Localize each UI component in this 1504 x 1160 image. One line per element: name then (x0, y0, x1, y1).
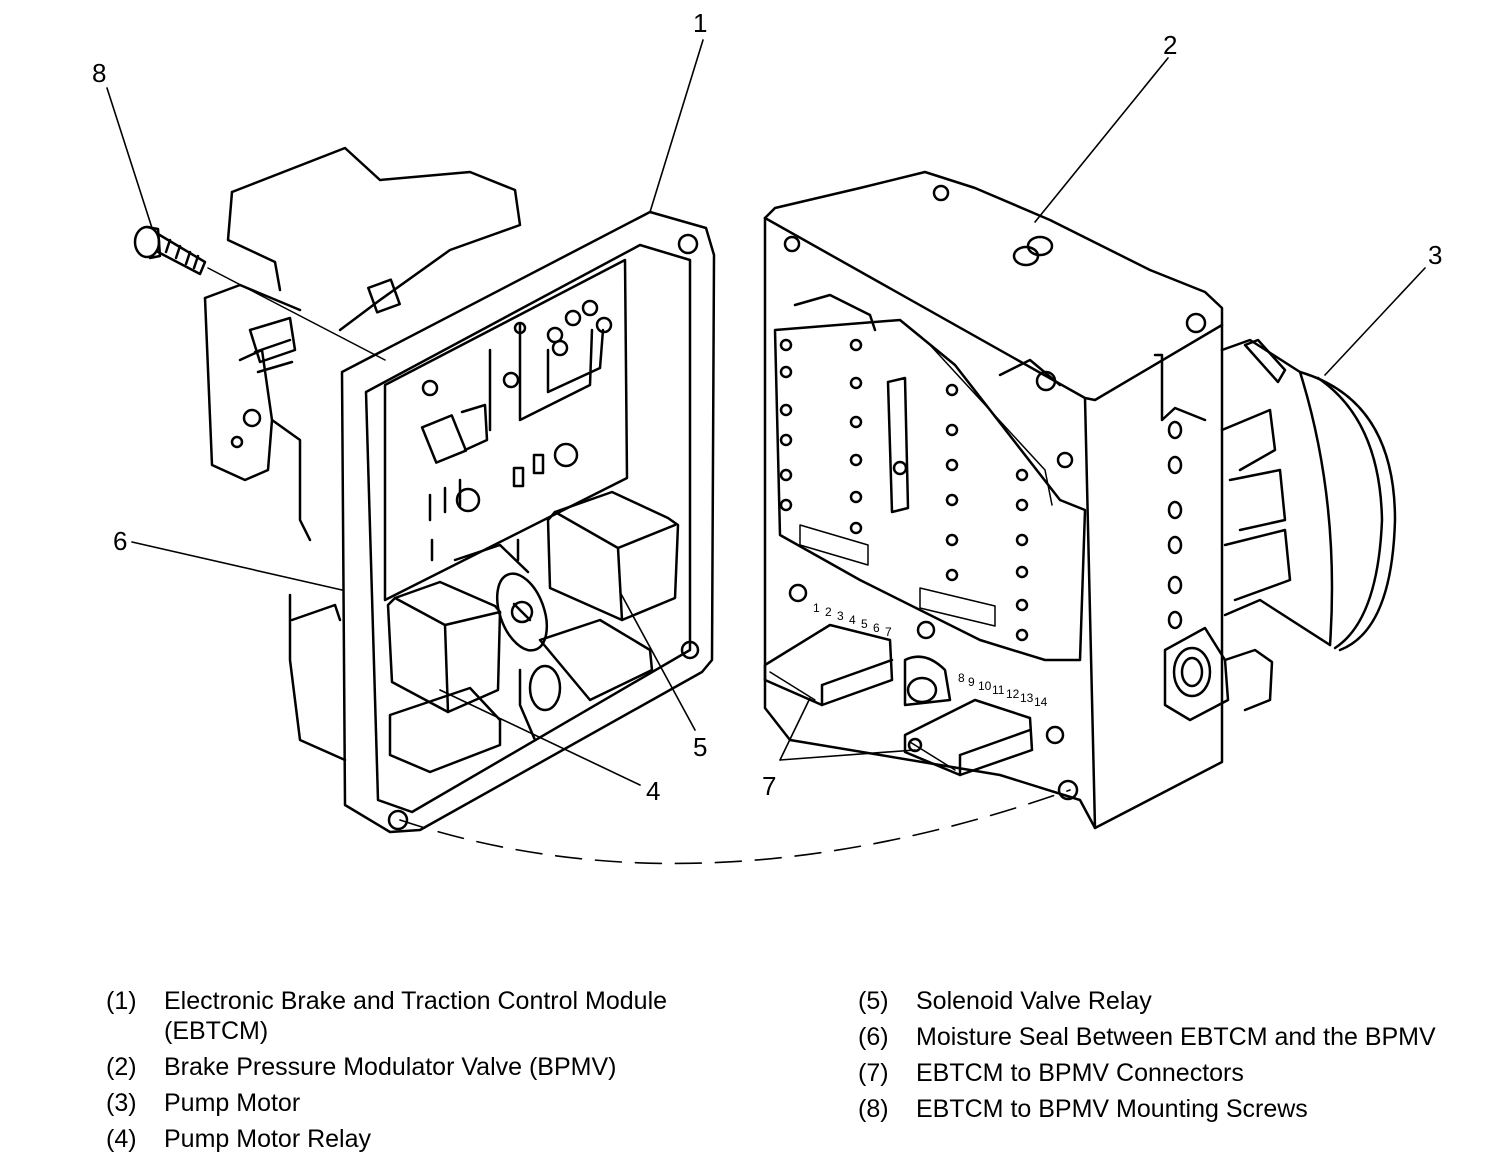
bpmv-valve (763, 170, 1230, 830)
callout-4: 4 (646, 776, 660, 806)
legend-text: Electronic Brake and Traction Control Mo… (164, 987, 668, 1045)
legend-number: (8) (858, 1095, 889, 1123)
callout-2: 2 (1163, 30, 1177, 60)
legend-text: Pump Motor (164, 1089, 301, 1117)
pump-motor (1220, 338, 1397, 712)
leader-line-6 (131, 541, 343, 591)
leader-lines (106, 39, 1426, 865)
legend-left-column: (1) Electronic Brake and Traction Contro… (106, 986, 746, 1160)
legend-number: (2) (106, 1053, 137, 1081)
callout-7: 7 (762, 771, 776, 801)
legend-number: (7) (858, 1059, 889, 1087)
pin-label: 7 (885, 625, 892, 639)
legend-right-column: (5) Solenoid Valve Relay (6) Moisture Se… (858, 986, 1458, 1130)
legend-item: (7) EBTCM to BPMV Connectors (858, 1058, 1458, 1088)
legend-item: (2) Brake Pressure Modulator Valve (BPMV… (106, 1052, 746, 1082)
legend-text: EBTCM to BPMV Mounting Screws (916, 1095, 1308, 1123)
pin-label: 10 (978, 679, 992, 693)
legend-item: (8) EBTCM to BPMV Mounting Screws (858, 1094, 1458, 1124)
pin-label: 6 (873, 621, 880, 635)
pin-labels-row-a: 1 2 3 4 5 6 7 (813, 601, 892, 639)
legend-number: (5) (858, 987, 889, 1015)
pin-label: 11 (992, 683, 1005, 697)
alignment-dashed-arc (399, 789, 1071, 865)
legend-item: (1) Electronic Brake and Traction Contro… (106, 986, 746, 1046)
callout-3: 3 (1428, 240, 1442, 270)
pin-label: 9 (968, 675, 975, 689)
leader-line-7a (779, 697, 811, 761)
pin-label: 4 (849, 613, 856, 627)
legend-text: Brake Pressure Modulator Valve (BPMV) (164, 1053, 617, 1081)
leader-line-4 (439, 689, 641, 786)
leader-line-8 (106, 87, 153, 229)
leader-line-1 (649, 39, 704, 213)
callout-1: 1 (693, 8, 707, 38)
leader-line-3 (1324, 267, 1426, 376)
legend-item: (6) Moisture Seal Between EBTCM and the … (858, 1022, 1458, 1052)
callout-5: 5 (693, 732, 707, 762)
pin-label: 3 (837, 609, 844, 623)
legend-number: (6) (858, 1023, 889, 1051)
leader-line-2 (1034, 57, 1169, 223)
callout-8: 8 (92, 58, 106, 88)
pin-label: 5 (861, 617, 868, 631)
legend-text: EBTCM to BPMV Connectors (916, 1059, 1244, 1087)
pin-label: 8 (958, 671, 965, 685)
pin-label: 12 (1006, 687, 1020, 701)
callout-numbers: 1 2 3 4 5 6 7 8 (92, 8, 1442, 806)
pin-labels-row-b: 8 9 10 11 12 13 14 (958, 671, 1048, 709)
ebtcm-module (203, 146, 716, 834)
pin-label: 1 (813, 601, 820, 615)
legend-number: (1) (106, 987, 137, 1015)
pin-label: 13 (1020, 691, 1034, 705)
pin-label: 14 (1034, 695, 1048, 709)
legend-item: (5) Solenoid Valve Relay (858, 986, 1458, 1016)
callout-6: 6 (113, 526, 127, 556)
legend-text: Pump Motor Relay (164, 1125, 372, 1153)
legend-number: (3) (106, 1089, 137, 1117)
pin-label: 2 (825, 605, 832, 619)
legend-item: (3) Pump Motor (106, 1088, 746, 1118)
legend-item: (4) Pump Motor Relay (106, 1124, 746, 1154)
legend-text: Moisture Seal Between EBTCM and the BPMV (916, 1023, 1436, 1051)
exploded-view-diagram: 1 2 3 4 5 6 7 8 1 2 3 4 5 6 7 8 9 10 11 … (92, 8, 1442, 865)
leader-line-7b (779, 749, 916, 761)
legend-number: (4) (106, 1125, 137, 1153)
mounting-screw (133, 225, 386, 361)
leader-line-5 (619, 591, 696, 731)
legend-text: Solenoid Valve Relay (916, 987, 1152, 1015)
